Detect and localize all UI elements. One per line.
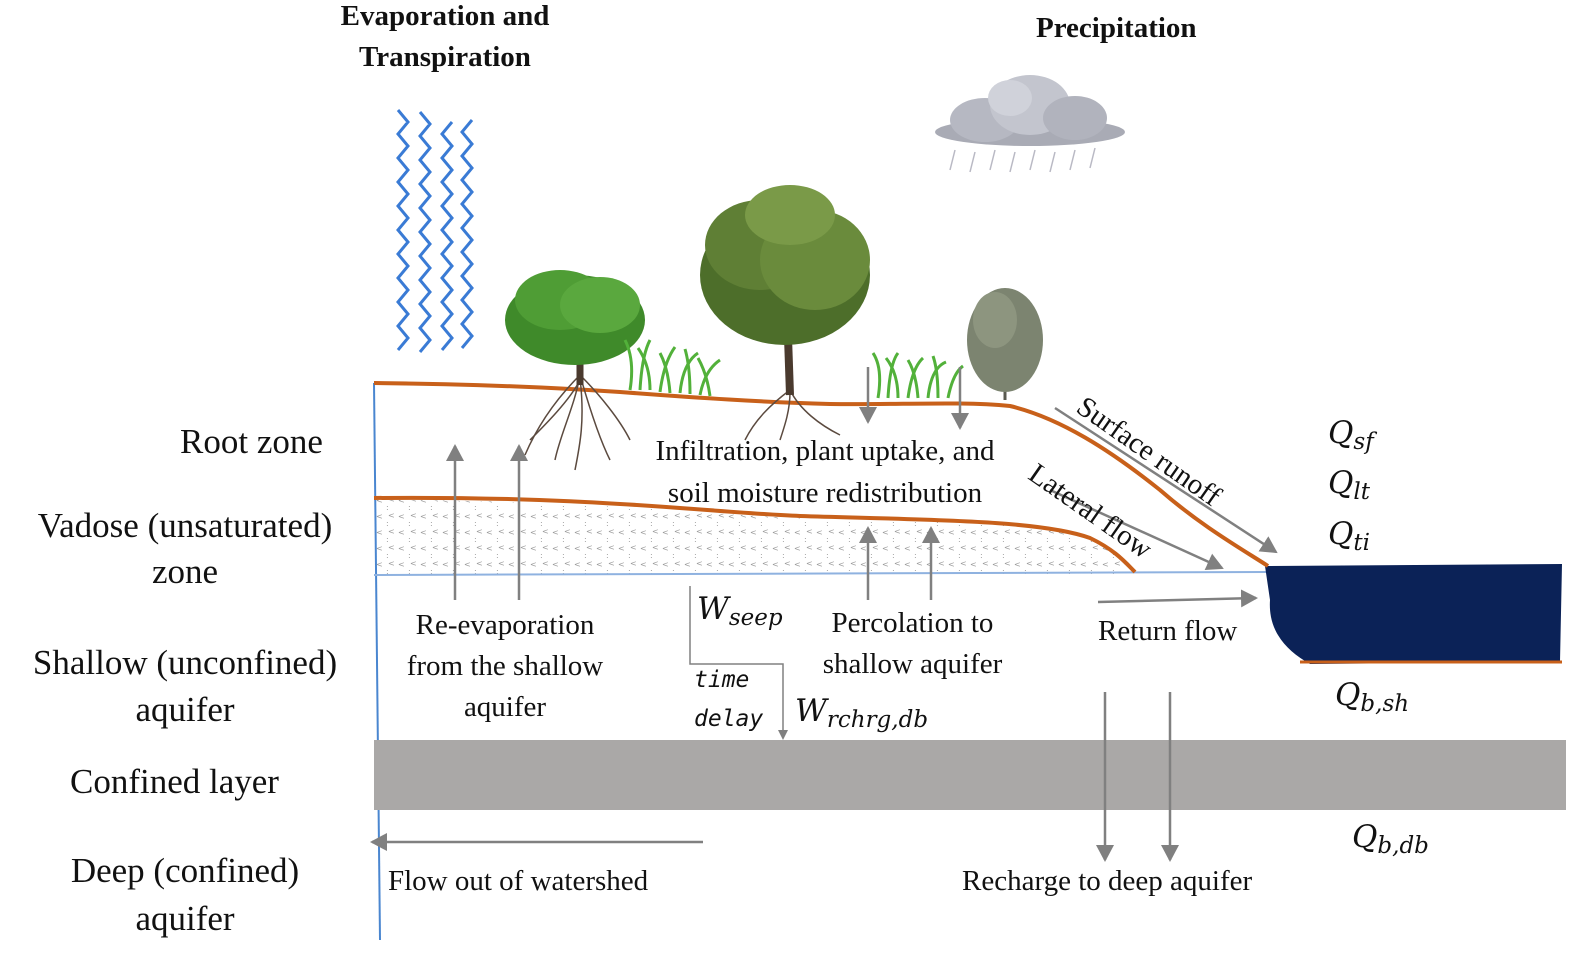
- return-flow-label: Return flow: [1098, 615, 1238, 647]
- surface-runoff-arrow: [1054, 406, 1278, 554]
- percolation-label: Percolation to shallow aquifer: [790, 609, 1035, 679]
- process-arrows: [370, 367, 1278, 862]
- ti-subscript: ti: [1353, 530, 1371, 556]
- shallow-aquifer-label: Shallow (unconfined) aquifer: [0, 645, 370, 727]
- q-letter: Q: [1335, 677, 1361, 713]
- reevaporation-label-line3: aquifer: [463, 691, 547, 723]
- b-db-subscript: b,db: [1377, 833, 1429, 859]
- flow-out-label: Flow out of watershed: [388, 865, 649, 897]
- tree-icon: [505, 185, 870, 396]
- infiltration-label-line2: soil moisture redistribution: [667, 477, 983, 509]
- stream-channel: [1265, 564, 1562, 664]
- deep-aquifer-label-line2: aquifer: [135, 899, 235, 938]
- rchrg-db-subscript: rchrg,db: [826, 707, 929, 733]
- infiltration-label: Infiltration, plant uptake, and soil moi…: [610, 437, 1040, 508]
- return-flow-arrow: [1097, 589, 1258, 608]
- evaporation-waves-icon: [396, 109, 474, 353]
- confined-layer-label: Confined layer: [70, 762, 279, 801]
- lateral-flow-arrow: [1049, 488, 1224, 571]
- lt-subscript: lt: [1353, 479, 1371, 505]
- q-lt-symbol: Qlt: [1328, 465, 1370, 504]
- q-letter: Q: [1328, 415, 1354, 451]
- q-letter: Q: [1328, 516, 1354, 552]
- deep-aquifer-label-line1: Deep (confined): [70, 851, 300, 890]
- w-letter: W: [795, 693, 827, 729]
- evaporation-heading: Evaporation and Transpiration: [310, 2, 580, 72]
- sf-subscript: sf: [1353, 429, 1374, 455]
- seep-delay-path: [689, 586, 788, 740]
- delay-label: delay: [694, 706, 764, 732]
- recharge-deep-label: Recharge to deep aquifer: [962, 865, 1253, 897]
- rain-cloud-icon: [935, 75, 1125, 173]
- reevaporation-label-line2: from the shallow: [406, 650, 604, 682]
- reevaporation-label-line1: Re-evaporation: [415, 609, 595, 641]
- reevaporation-label: Re-evaporation from the shallow aquifer: [370, 611, 640, 722]
- percolation-label-line1: Percolation to: [831, 607, 994, 639]
- shallow-aquifer-label-line2: aquifer: [135, 690, 235, 729]
- evaporation-heading-line2: Transpiration: [359, 41, 531, 73]
- q-letter: Q: [1352, 819, 1378, 855]
- time-label: time: [694, 667, 750, 693]
- deep-aquifer-label: Deep (confined) aquifer: [30, 853, 340, 936]
- w-rchrg-db-symbol: Wrchrg,db: [795, 693, 928, 732]
- b-sh-subscript: b,sh: [1360, 691, 1410, 717]
- q-sf-symbol: Qsf: [1328, 415, 1374, 454]
- vadose-zone-fill: [374, 500, 1135, 575]
- root-zone-label: Root zone: [180, 422, 323, 461]
- shallow-aquifer-label-line1: Shallow (unconfined): [32, 643, 338, 682]
- water-table-line: [373, 571, 1269, 576]
- infiltration-label-line1: Infiltration, plant uptake, and: [655, 435, 995, 467]
- ground-surface-line: [373, 381, 1270, 568]
- w-letter: W: [697, 591, 729, 627]
- w-seep-symbol: Wseep: [697, 591, 783, 630]
- grass-icon: [623, 339, 964, 399]
- q-b-sh-symbol: Qb,sh: [1335, 677, 1409, 716]
- percolation-label-line2: shallow aquifer: [822, 648, 1003, 680]
- vadose-zone-label-line1: Vadose (unsaturated): [37, 506, 333, 545]
- vadose-zone-label-line2: zone: [151, 552, 219, 591]
- seep-subscript: seep: [728, 605, 783, 631]
- q-b-db-symbol: Qb,db: [1352, 819, 1429, 858]
- confined-layer-band: [374, 740, 1566, 810]
- vadose-zone-label: Vadose (unsaturated) zone: [5, 508, 365, 589]
- precipitation-heading: Precipitation: [1036, 12, 1197, 44]
- q-letter: Q: [1328, 465, 1354, 501]
- q-ti-symbol: Qti: [1328, 516, 1370, 555]
- shrub-icon: [967, 288, 1043, 400]
- evaporation-heading-line1: Evaporation and: [340, 0, 550, 32]
- root-zone-bottom-line: [373, 495, 1137, 574]
